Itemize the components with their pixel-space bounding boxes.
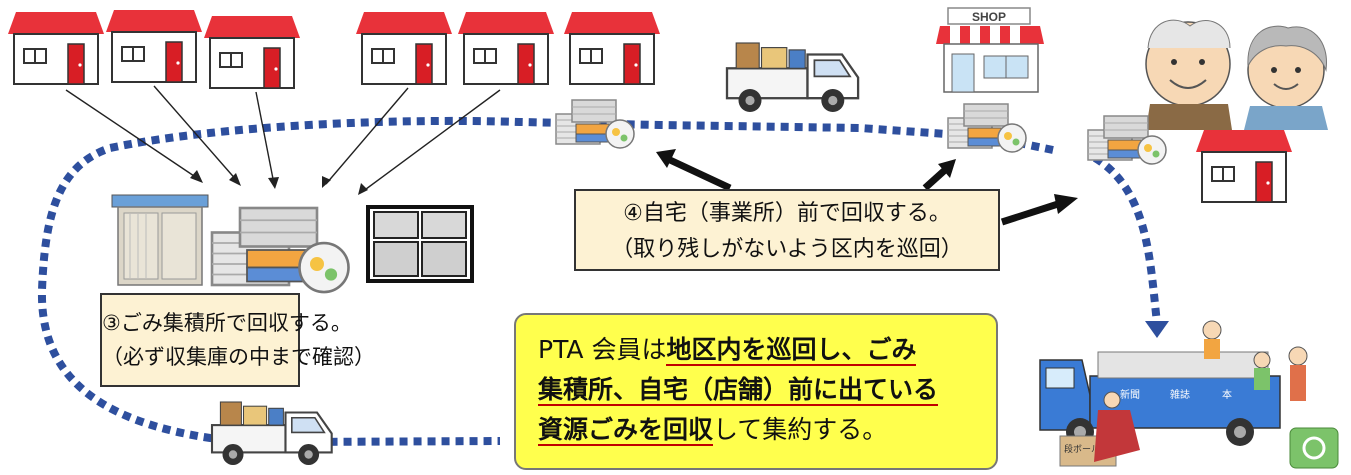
- recycling-bundle-icon: [210, 206, 350, 294]
- house-icon: [105, 9, 203, 83]
- truck-label-newspaper: 新聞: [1120, 388, 1140, 401]
- pta-note: PTA 会員は地区内を巡回し、ごみ 集積所、自宅（店舗）前に出ている 資源ごみを…: [514, 313, 998, 470]
- house-icon: [355, 11, 453, 85]
- house-icon: [203, 15, 301, 89]
- recycling-bundle-icon: [947, 103, 1027, 153]
- mini-truck-icon: [725, 41, 860, 114]
- house-icon: [7, 11, 105, 85]
- elderly-couple-icon: [1145, 19, 1328, 130]
- pta-note-highlight: 資源ごみを回収: [538, 415, 714, 446]
- storage-shed-icon: [111, 194, 209, 286]
- shop-icon: SHOP: [936, 7, 1044, 93]
- house-icon: [457, 11, 555, 85]
- house-icon: [1195, 129, 1293, 203]
- pta-note-line-3: 資源ごみを回収して集約する。: [538, 410, 996, 450]
- route-arrowhead: [1145, 321, 1169, 338]
- callout-3-line-1: ③ごみ集積所で回収する。: [102, 311, 352, 335]
- callout-door-collection: ④自宅（事業所）前で回収する。 （取り残しがないよう区内を巡回）: [574, 189, 1000, 271]
- pta-note-highlight: 集積所、自宅（店舗）前に出ている: [538, 375, 939, 406]
- callout-4-line-1: ④自宅（事業所）前で回収する。: [623, 201, 951, 226]
- mini-truck-icon: [210, 400, 333, 467]
- pta-note-text: して集約する。: [713, 415, 888, 444]
- cardboard-label: 段ボール: [1064, 443, 1100, 455]
- callout-4-line-2: （取り残しがないよう区内を巡回）: [611, 237, 963, 262]
- pta-note-line-1: PTA 会員は地区内を巡回し、ごみ: [538, 330, 996, 370]
- collection-truck-icon: 新聞 雑誌 本 段ボール: [1039, 320, 1339, 469]
- truck-label-magazine: 雑誌: [1170, 388, 1190, 401]
- pta-note-line-2: 集積所、自宅（店舗）前に出ている: [538, 370, 996, 410]
- shop-sign: SHOP: [972, 10, 1006, 24]
- pta-note-highlight: 地区内を巡回し、ごみ: [666, 335, 917, 366]
- truck-label-book: 本: [1222, 388, 1232, 401]
- wire-cage-icon: [366, 205, 474, 283]
- collection-route-line: [37, 116, 1161, 447]
- house-icon: [563, 11, 661, 85]
- callout-collection-point: ③ごみ集積所で回収する。 （必ず収集庫の中まで確認）: [100, 293, 375, 387]
- house-to-collection-arrows: [65, 85, 501, 193]
- pta-note-text: PTA 会員は: [538, 335, 667, 364]
- recycling-bundle-icon: [555, 99, 635, 149]
- callout-3-line-2: （必ず収集庫の中まで確認）: [102, 345, 375, 369]
- callout-4-arrows: [668, 156, 1060, 226]
